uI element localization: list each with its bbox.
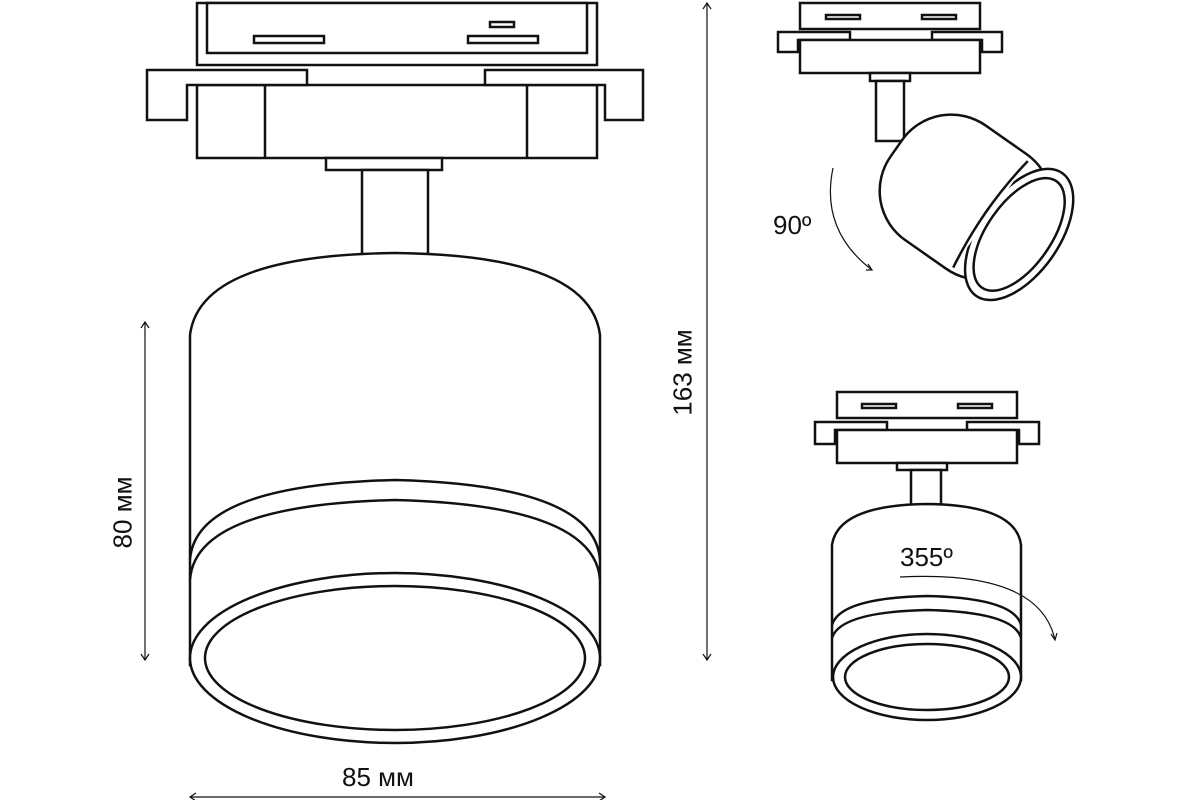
tilt-view [776, 1, 1075, 302]
main-view [145, 1, 645, 745]
body-height-label: 80 мм [107, 476, 138, 549]
swivel-view [813, 390, 1058, 722]
width-label: 85 мм [342, 762, 414, 792]
tilt-angle-label: 90º [773, 210, 812, 240]
swivel-angle-label: 355º [900, 542, 953, 572]
total-height-label: 163 мм [667, 329, 698, 416]
